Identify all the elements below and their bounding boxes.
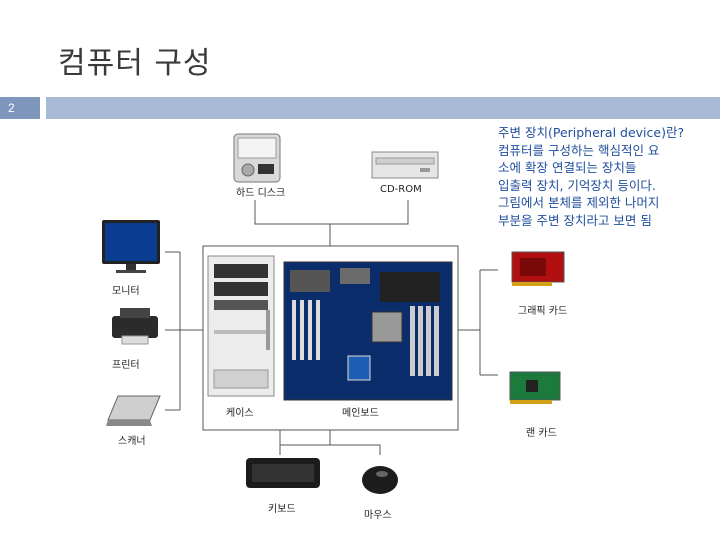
- page-number: 2: [0, 97, 40, 119]
- hdd-image: [233, 133, 281, 183]
- keyboard-image: [246, 458, 320, 488]
- label-printer: 프린터: [112, 360, 140, 371]
- description-line: 주변 장치(Peripheral device)란?: [498, 125, 685, 140]
- description-text: 주변 장치(Peripheral device)란? 컴퓨터를 구성하는 핵심적…: [498, 124, 713, 229]
- label-scanner: 스캐너: [118, 436, 146, 447]
- header-bar: 2: [0, 97, 720, 119]
- mainboard-image: [283, 261, 453, 401]
- description-line: 부분을 주변 장치라고 보면 됨: [498, 212, 652, 228]
- label-graphics-card: 그래픽 카드: [518, 306, 568, 317]
- case-image: [207, 255, 275, 397]
- label-monitor: 모니터: [112, 286, 140, 297]
- storage-connector: [254, 200, 409, 225]
- label-keyboard: 키보드: [268, 504, 296, 515]
- description-line: 그림에서 본체를 제외한 나머지: [498, 195, 660, 210]
- slide-title: 컴퓨터 구성: [58, 46, 212, 81]
- printer-image: [112, 308, 158, 345]
- label-mainboard: 메인보드: [342, 408, 379, 419]
- connector-lines: [165, 200, 498, 455]
- header-accent-bar: [46, 97, 720, 119]
- description-line: 입출력 장치, 기억장치 등이다.: [498, 177, 656, 193]
- mouse-image: [362, 466, 398, 494]
- input-connector: [279, 430, 331, 446]
- label-lan-card: 랜 카드: [526, 428, 557, 439]
- label-case: 케이스: [226, 408, 254, 419]
- cdrom-image: [371, 151, 439, 179]
- description-line: 소에 확장 연결되는 장치들: [498, 160, 637, 175]
- scanner-image: [106, 395, 161, 426]
- monitor-image: [102, 220, 160, 273]
- description-line: 컴퓨터를 구성하는 핵심적인 요: [498, 142, 660, 158]
- label-hdd: 하드 디스크: [236, 188, 286, 199]
- lan-card-image: [509, 371, 561, 404]
- label-cdrom: CD-ROM: [380, 184, 422, 195]
- graphics-card-image: [511, 251, 565, 286]
- label-mouse: 마우스: [364, 510, 392, 521]
